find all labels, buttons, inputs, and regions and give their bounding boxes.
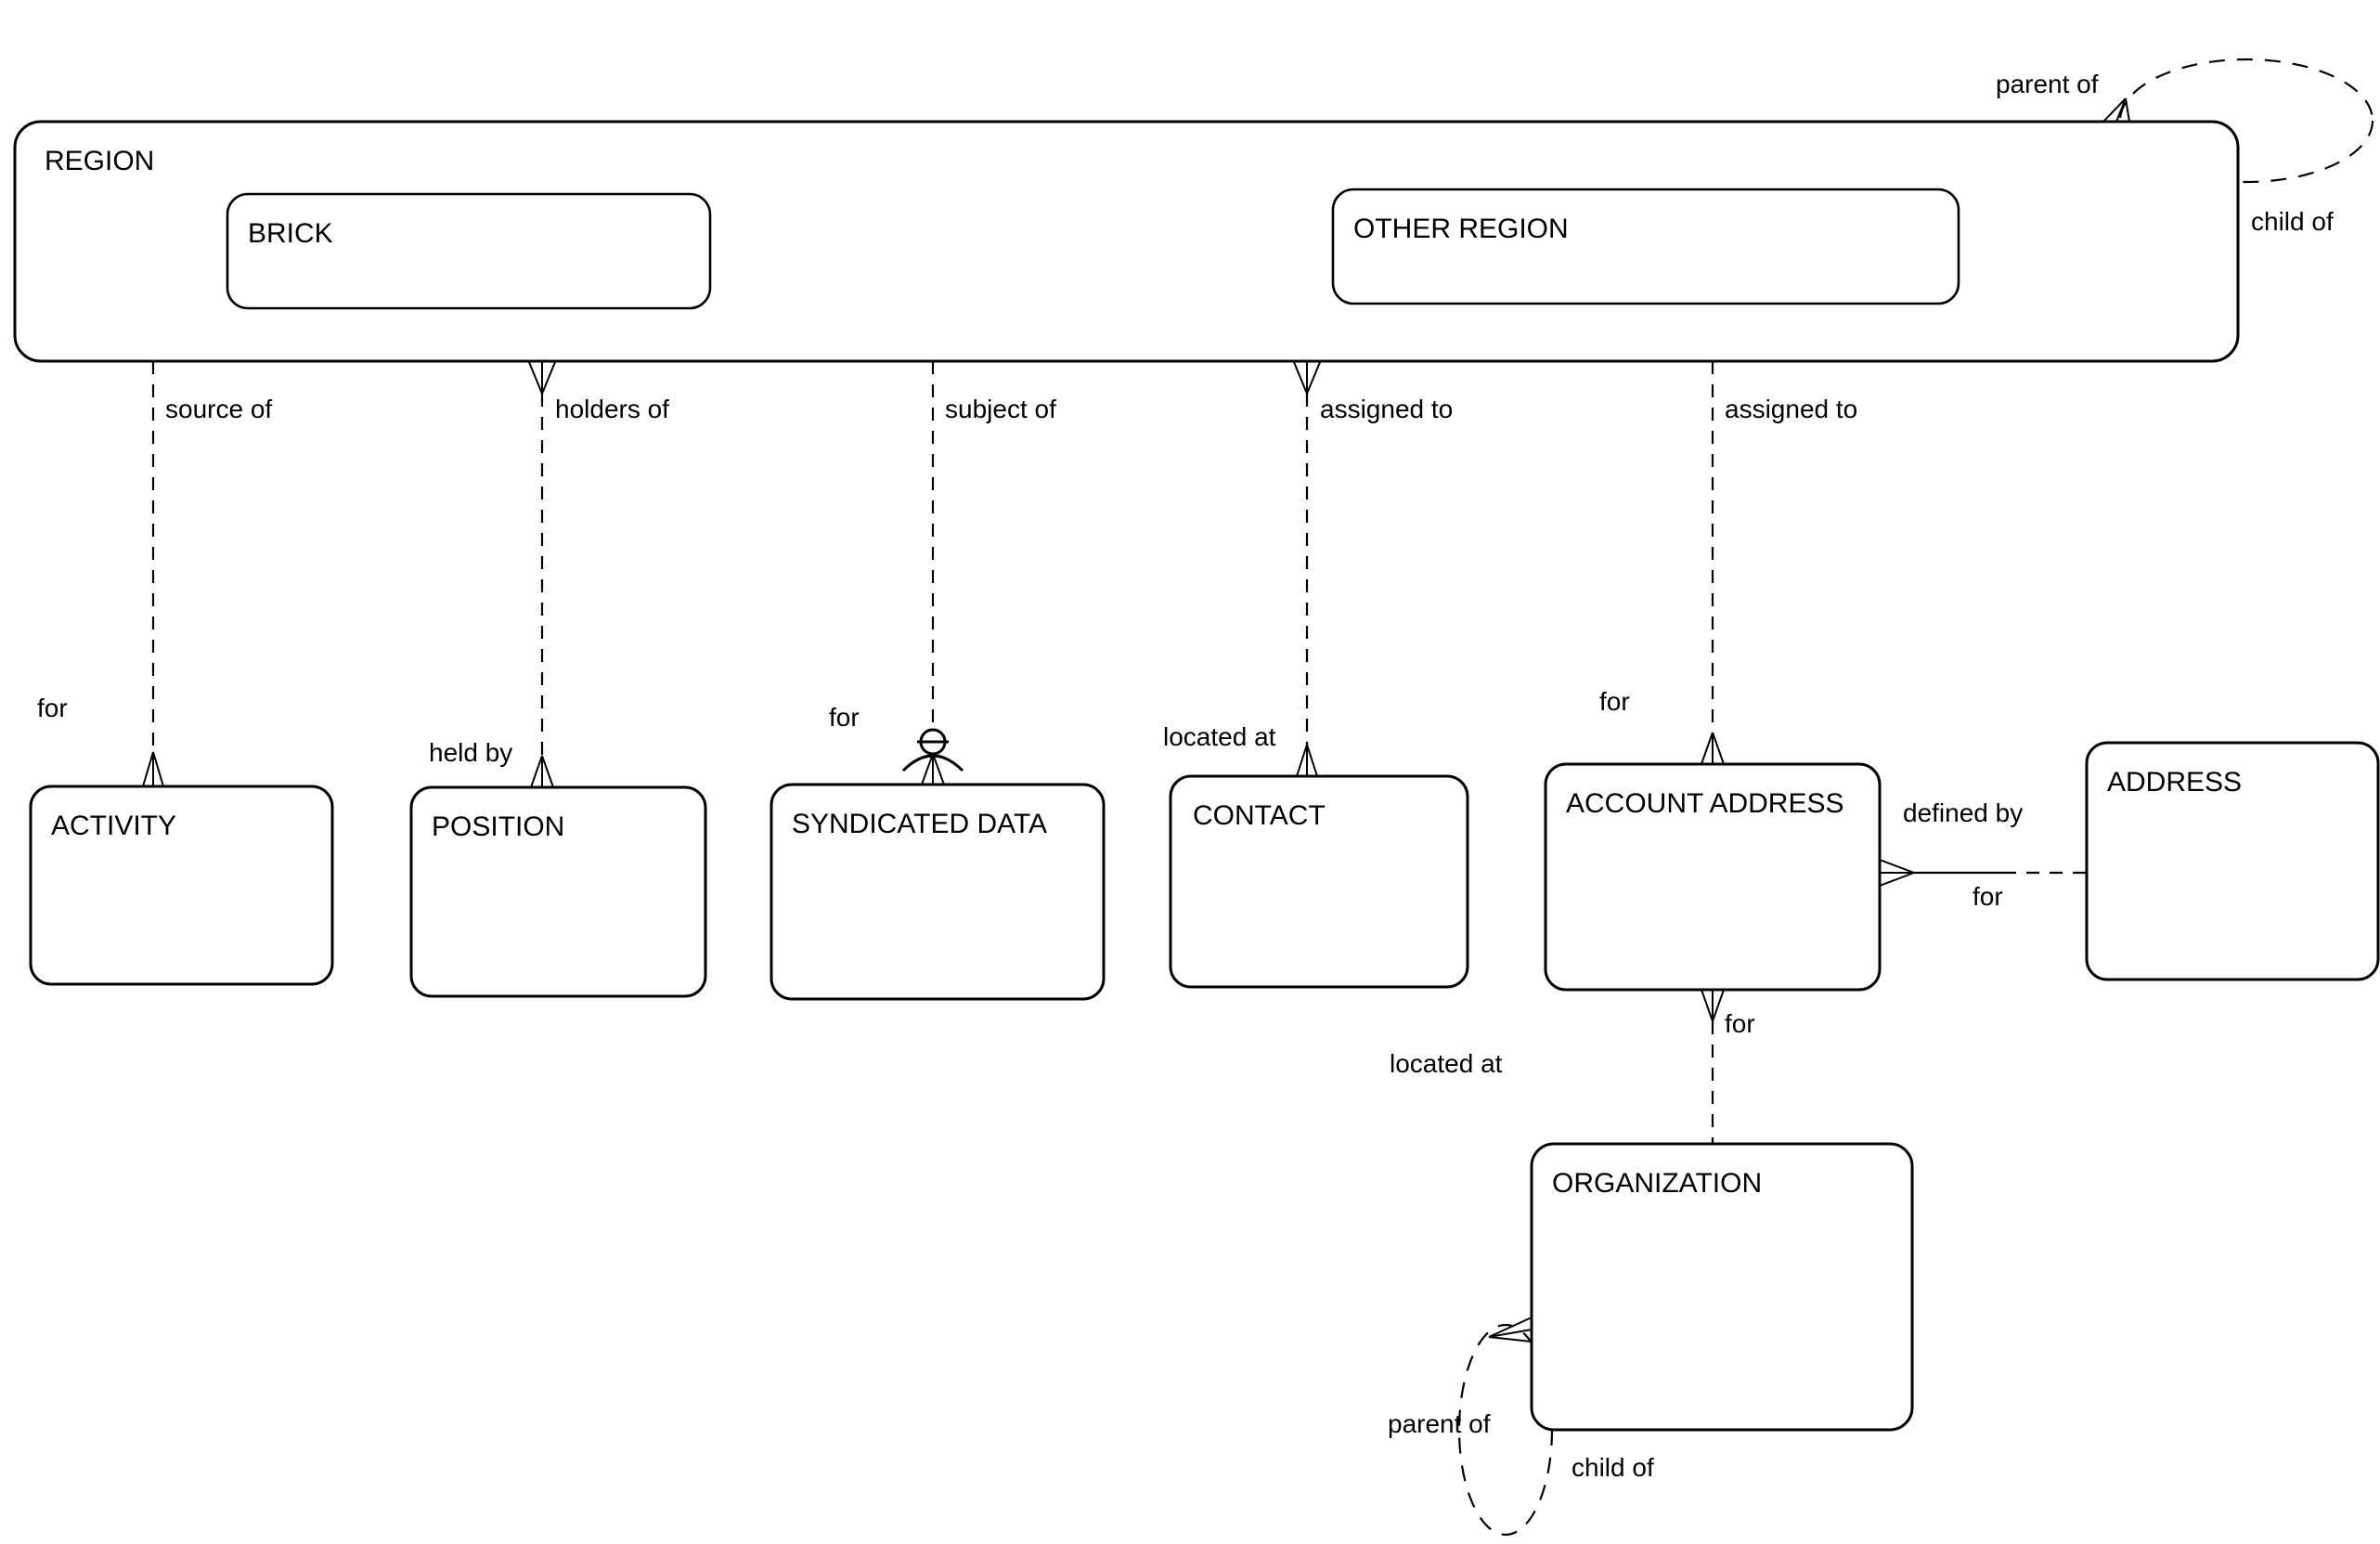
entity-address-label: ADDRESS — [2107, 767, 2242, 798]
entity-brick-label: BRICK — [248, 218, 333, 249]
relationship-region-syndicated-data: for subject of — [829, 361, 1056, 785]
relationship-account-address-address: defined by for — [1879, 798, 2087, 911]
rel-label-for: for — [1973, 882, 2003, 911]
entity-contact-box — [1169, 774, 1469, 989]
crow-foot-icon — [528, 361, 556, 395]
entity-other-region-box — [1331, 188, 1960, 305]
entity-account-address-label: ACCOUNT ADDRESS — [1566, 788, 1844, 819]
entity-organization-box — [1530, 1142, 1914, 1432]
organization-self-parent-label: parent of — [1388, 1409, 1491, 1438]
crow-foot-icon — [1293, 361, 1321, 395]
rel-label-source-of: source of — [165, 395, 272, 423]
crow-foot-icon — [530, 755, 554, 788]
entity-region-label: REGION — [45, 146, 154, 176]
entity-organization-label: ORGANIZATION — [1552, 1168, 1762, 1199]
relationship-region-activity: source of for — [37, 361, 272, 787]
relationship-region-account-address: assigned to for — [1599, 361, 1857, 765]
rel-label-located-at: located at — [1390, 1049, 1503, 1078]
rel-label-defined-by: defined by — [1903, 798, 2023, 827]
crow-foot-icon — [2102, 97, 2130, 123]
entity-position-box — [409, 785, 707, 998]
rel-label-holders-of: holders of — [555, 395, 669, 423]
crow-foot-icon — [142, 751, 164, 787]
crow-foot-icon — [1701, 732, 1725, 765]
crow-foot-icon — [1488, 1317, 1533, 1343]
entity-activity-box — [29, 785, 334, 986]
region-self-loop-arc — [2118, 58, 2374, 184]
rel-label-for: for — [37, 694, 68, 722]
organization-self-child-label: child of — [1572, 1453, 1654, 1482]
crow-foot-icon — [921, 753, 945, 785]
rel-label-for: for — [1725, 1009, 1755, 1038]
rel-label-subject-of: subject of — [945, 395, 1056, 423]
entity-other-region-label: OTHER REGION — [1353, 214, 1569, 244]
entity-syndicated-data-label: SYNDICATED DATA — [792, 809, 1047, 839]
relationship-account-address-organization: for located at — [1390, 989, 1755, 1144]
crow-foot-icon — [1296, 744, 1318, 777]
entity-address-box — [2085, 741, 2380, 981]
rel-label-held-by: held by — [429, 738, 512, 767]
crow-foot-icon — [1701, 989, 1725, 1022]
entity-account-address-box — [1544, 762, 1882, 992]
entity-syndicated-data-box — [770, 783, 1106, 1001]
region-self-loop — [2118, 58, 2374, 184]
crow-foot-icon — [1879, 859, 1915, 887]
rel-label-for: for — [1599, 687, 1630, 716]
rel-label-assigned-to: assigned to — [1320, 395, 1453, 423]
relationship-region-position: holders of held by — [429, 361, 669, 788]
entity-brick-box — [226, 192, 712, 310]
region-self-parent-label: parent of — [1996, 70, 2099, 98]
entity-activity-label: ACTIVITY — [51, 811, 176, 841]
relationship-region-contact: assigned to located at — [1163, 361, 1453, 777]
rel-label-located-at: located at — [1163, 722, 1276, 751]
rel-label-assigned-to: assigned to — [1725, 395, 1857, 423]
region-self-child-label: child of — [2251, 207, 2334, 236]
entity-contact-label: CONTACT — [1193, 800, 1326, 831]
rel-label-for: for — [829, 703, 860, 732]
entity-position-label: POSITION — [432, 811, 564, 842]
